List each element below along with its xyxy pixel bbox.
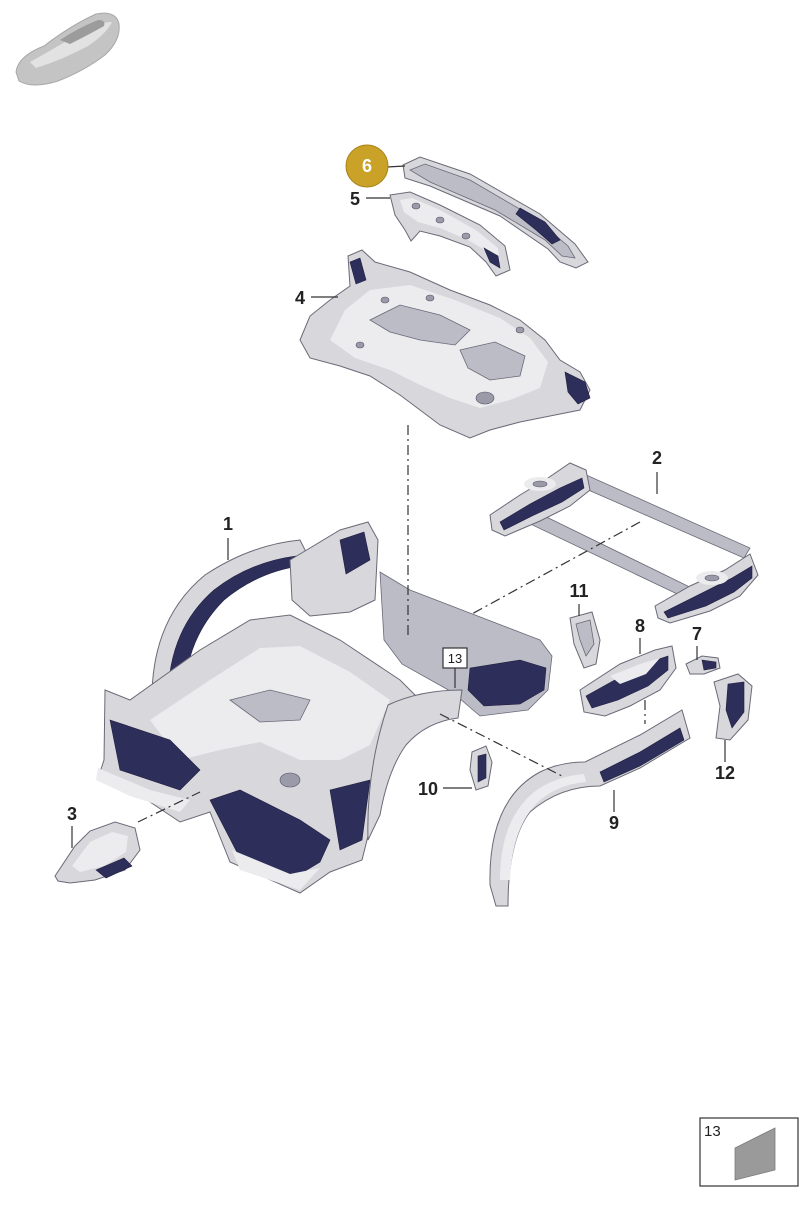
part-10 (469, 745, 493, 791)
part-5 (389, 191, 511, 277)
callout-13-label: 13 (448, 651, 462, 666)
part-7 (685, 655, 721, 675)
callout-7[interactable]: 7 (692, 624, 702, 644)
part-9 (489, 709, 691, 907)
inset-label: 13 (704, 1123, 721, 1140)
part-2 (489, 462, 759, 624)
inset-panel-icon (734, 1127, 776, 1181)
part-12 (713, 673, 753, 741)
callout-6-highlight (345, 144, 389, 188)
callout-6-label: 6 (362, 156, 372, 176)
callout-6[interactable]: 6 (345, 144, 389, 188)
part-11 (569, 611, 601, 669)
callout-13[interactable]: 13 (442, 647, 468, 669)
assembly-lines (137, 425, 646, 823)
callout-9[interactable]: 9 (609, 813, 619, 833)
car-thumbnail-icon[interactable] (15, 12, 120, 86)
part-8 (579, 645, 677, 717)
part-4 (299, 249, 591, 439)
callout-11[interactable]: 11 (569, 581, 588, 601)
callout-8[interactable]: 8 (635, 616, 645, 636)
callout-5[interactable]: 5 (350, 189, 360, 209)
callout-13-box (442, 647, 468, 669)
part-6 (402, 156, 589, 269)
part-3 (54, 821, 141, 884)
callout-12[interactable]: 12 (715, 763, 735, 783)
inset-part-13[interactable]: 13 (699, 1117, 799, 1187)
part-1 (96, 521, 553, 894)
callout-3[interactable]: 3 (67, 804, 77, 824)
leader-lines (71, 165, 726, 848)
callout-1[interactable]: 1 (223, 514, 233, 534)
callout-2[interactable]: 2 (652, 448, 662, 468)
callout-10[interactable]: 10 (418, 779, 438, 799)
callout-4[interactable]: 4 (295, 288, 305, 308)
